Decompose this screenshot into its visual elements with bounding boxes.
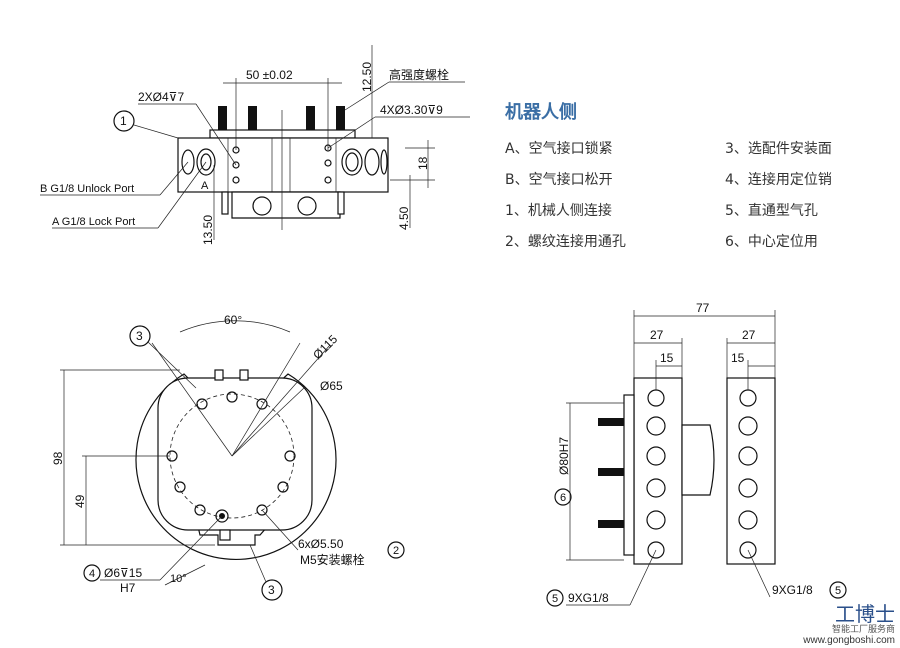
dim-15b: 15 xyxy=(731,351,745,365)
front-view: 60° Ø115 Ø65 98 49 6xØ5.50 M5安装螺栓 2 4 Ø6… xyxy=(51,313,405,601)
bolt xyxy=(218,106,227,130)
inner-body xyxy=(157,377,313,531)
callout-6-text: 6 xyxy=(560,492,566,504)
pin-spec: Ø6⊽15 xyxy=(104,566,142,580)
legend-item: 4、连接用定位销 xyxy=(725,172,832,188)
dim-27b: 27 xyxy=(742,328,756,342)
watermark-brand: 工博士 xyxy=(835,602,895,626)
callout-4-text: 4 xyxy=(89,568,95,580)
top-view: 50 ±0.02 12.50 高强度螺栓 2XØ4⊽7 4XØ3.30⊽9 18… xyxy=(40,45,470,245)
legend-title: 机器人侧 xyxy=(505,102,577,123)
watermark: 工博士 智能工厂服务商 www.gongboshi.com xyxy=(765,604,895,647)
dim-4-50: 4.50 xyxy=(397,206,411,230)
dim-98: 98 xyxy=(51,451,65,465)
ports-right-spec: 9XG1/8 xyxy=(772,583,813,597)
callout-3a xyxy=(129,325,151,347)
angle-60: 60° xyxy=(224,313,242,327)
callout-3b xyxy=(261,579,283,601)
dim-height-top: 12.50 xyxy=(360,62,374,92)
body-block xyxy=(177,137,389,193)
side-view: 77 27 27 15 15 Ø80H7 6 5 9XG1/8 9XG1/8 5 xyxy=(546,301,847,607)
port-b-label: B G1/8 Unlock Port xyxy=(40,183,134,195)
left-plate xyxy=(633,377,683,565)
legend-item: 5、直通型气孔 xyxy=(725,203,818,219)
callout-5 xyxy=(546,589,564,607)
legend-item: B、空气接口松开 xyxy=(505,172,613,188)
port-holes xyxy=(646,389,758,559)
dim-18: 18 xyxy=(416,156,430,170)
right-plate xyxy=(726,377,776,565)
bolt xyxy=(248,106,257,130)
bolt xyxy=(336,106,345,130)
callout-3b-text: 3 xyxy=(268,583,275,597)
legend-item: A、空气接口锁紧 xyxy=(505,141,613,157)
callout-2-text: 2 xyxy=(393,545,399,557)
dim-27a: 27 xyxy=(650,328,664,342)
callout-5-text: 5 xyxy=(552,593,558,605)
dia-80h7: Ø80H7 xyxy=(557,437,571,475)
dim-77: 77 xyxy=(696,301,710,315)
watermark-tagline: 智能工厂服务商 xyxy=(831,624,895,634)
callout-3a-text: 3 xyxy=(136,329,143,343)
bolt xyxy=(306,106,315,130)
legend-item: 2、螺纹连接用通孔 xyxy=(505,234,626,250)
dim-49: 49 xyxy=(73,494,87,508)
bolt-circle xyxy=(169,393,295,519)
callout-1 xyxy=(113,110,135,132)
holes-spec: 6xØ5.50 xyxy=(298,537,344,551)
ports-left-spec: 9XG1/8 xyxy=(568,591,609,605)
port-a-label: A G1/8 Lock Port xyxy=(52,216,135,228)
hole-spec-a: 2XØ4⊽7 xyxy=(138,90,184,104)
callout-5b xyxy=(829,581,847,599)
watermark-url: www.gongboshi.com xyxy=(803,635,895,646)
callout-2 xyxy=(387,541,405,559)
legend-list: A、空气接口锁紧 3、选配件安装面 B、空气接口松开 4、连接用定位销 1、机械… xyxy=(505,138,885,251)
callout-4 xyxy=(83,564,101,582)
mark-a: A xyxy=(201,180,209,192)
legend-panel: 机器人侧 A、空气接口锁紧 3、选配件安装面 B、空气接口松开 4、连接用定位销… xyxy=(505,98,885,251)
legend-item: 1、机械人侧连接 xyxy=(505,203,612,219)
legend-item: 3、选配件安装面 xyxy=(725,141,832,157)
dim-width: 50 ±0.02 xyxy=(246,68,293,82)
bolt-spec: M5安装螺栓 xyxy=(300,552,365,567)
callout-6 xyxy=(554,488,572,506)
hole-spec-b: 4XØ3.30⊽9 xyxy=(380,103,443,117)
angle-10: 10° xyxy=(170,573,187,585)
callout-5b-text: 5 xyxy=(835,585,841,597)
dia-65: Ø65 xyxy=(320,379,343,393)
dim-15a: 15 xyxy=(660,351,674,365)
pin-fit: H7 xyxy=(120,581,136,595)
dim-13-50: 13.50 xyxy=(201,215,215,245)
callout-1-text: 1 xyxy=(120,114,127,128)
dia-115: Ø115 xyxy=(310,332,340,362)
bolt-label: 高强度螺栓 xyxy=(389,67,449,82)
legend-item: 6、中心定位用 xyxy=(725,234,818,250)
